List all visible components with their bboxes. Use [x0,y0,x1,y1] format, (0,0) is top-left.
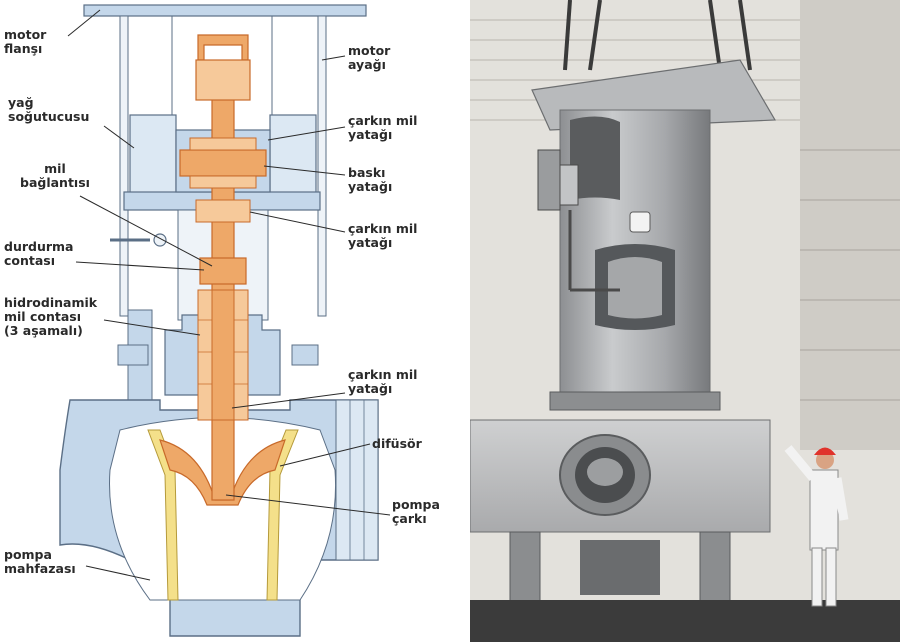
motor-flange-shape [83,4,367,17]
label-diffuser: difüsör [372,436,422,451]
impeller-shape [159,439,286,506]
label-shaft-coupling: mil bağlantısı [20,161,90,190]
worker-figure [784,445,849,607]
pump-cutaway-diagram: motor flanşı motor ayağı yağ soğutucusu … [4,4,440,637]
pump-photograph [470,0,900,642]
label-oil-cooler: yağ soğutucusu [8,95,90,124]
label-motor-stand: motor ayağı [348,43,391,72]
leader-lines [67,9,391,581]
logo-icon [629,211,651,233]
label-impeller-shaft-bearing-top: çarkın mil yatağı [348,113,418,142]
label-impeller-shaft-bearing-low: çarkın mil yatağı [348,367,418,396]
label-impeller-shaft-bearing-mid: çarkın mil yatağı [348,221,418,250]
label-thrust-bearing: baskı yatağı [348,165,393,194]
cutaway-drawing [59,4,391,637]
label-pump-housing: pompa mahfazası [4,547,76,576]
label-motor-flange: motor flanşı [4,27,47,56]
label-pump-impeller: pompa çarkı [392,497,440,526]
photo-illustration [470,0,900,642]
label-hydrodynamic-seal: hidrodinamik mil contası (3 aşamalı) [4,295,98,338]
label-stop-seal: durdurma contası [4,239,74,268]
